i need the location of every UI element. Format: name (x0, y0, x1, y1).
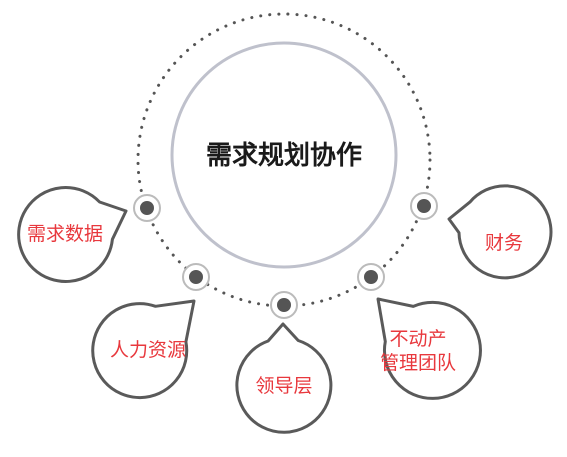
ring-node-data (133, 194, 161, 222)
bubble-label-realestate-2: 管理团队 (380, 352, 456, 374)
ring-node-leadership (270, 291, 298, 319)
bubble-hr (91, 299, 196, 400)
bubble-label-leadership: 领导层 (255, 375, 312, 397)
ring-node-finance (410, 192, 438, 220)
ring-node-realestate (357, 263, 385, 291)
center-circle (170, 41, 398, 269)
ring-node-hr (182, 263, 210, 291)
bubble-label-demand-data: 需求数据 (27, 223, 103, 245)
bubble-realestate (376, 297, 482, 400)
bubble-label-realestate-1: 不动产 (389, 328, 446, 350)
bubble-label-hr: 人力资源 (110, 339, 186, 361)
bubble-label-finance: 财务 (485, 232, 523, 254)
outer-dotted-ring (136, 12, 432, 308)
bubble-leadership (235, 322, 333, 434)
bubble-finance (447, 184, 553, 280)
bubble-demand-data (17, 186, 128, 283)
center-title: 需求规划协作 (206, 141, 362, 171)
